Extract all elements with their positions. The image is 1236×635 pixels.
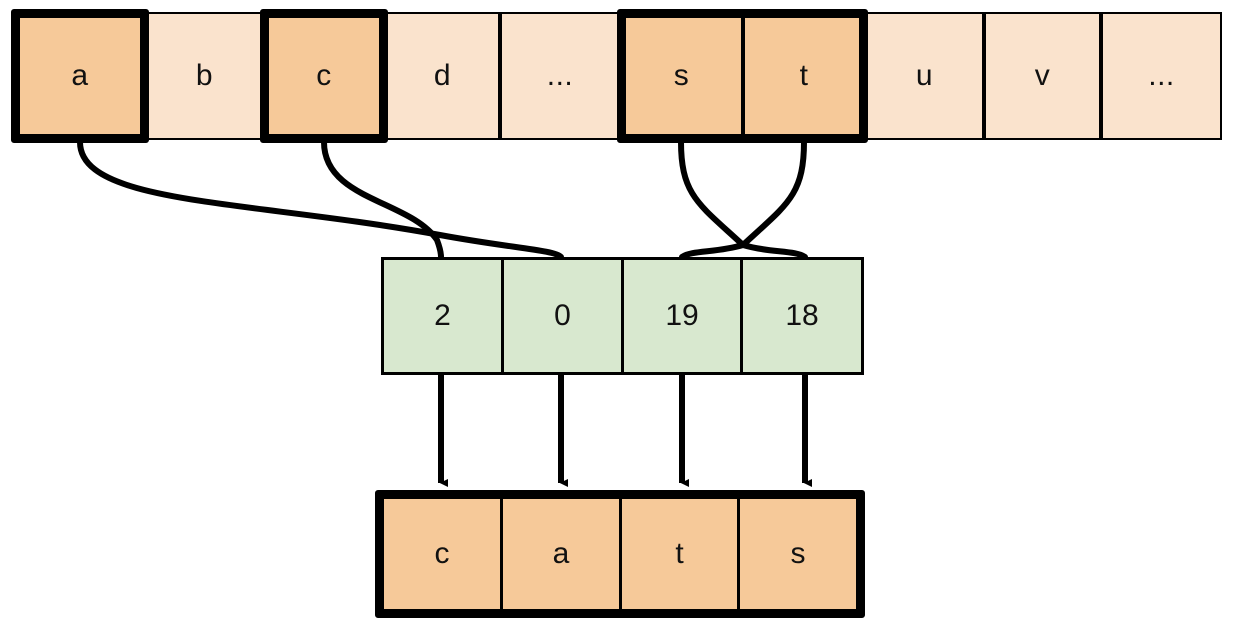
alphabet-cell-label: a [71,59,89,92]
index-cell-1[interactable]: 0 [504,260,624,372]
index-array: 2 0 19 18 [381,257,864,375]
output-cell-c[interactable]: c [384,499,503,609]
alphabet-cell-d[interactable]: d [385,12,500,140]
alphabet-cell-c[interactable]: c [263,12,385,140]
alphabet-cell-u[interactable]: u [865,12,984,140]
index-cell-3[interactable]: 18 [743,260,861,372]
alphabet-cell-t[interactable]: t [743,12,865,140]
output-cell-label: c [434,537,450,570]
alphabet-cell-a[interactable]: a [14,12,146,140]
output-cell-s[interactable]: s [740,499,856,609]
alphabet-cell-label: t [799,59,809,92]
alphabet-cell-b[interactable]: b [146,12,263,140]
output-cell-label: t [675,537,684,570]
index-cell-value: 19 [665,299,699,332]
index-cell-0[interactable]: 2 [384,260,504,372]
alphabet-cell-label: ... [546,59,574,92]
index-cell-value: 2 [434,299,451,332]
output-cell-label: a [552,537,570,570]
output-cell-a[interactable]: a [503,499,622,609]
alphabet-cell-label: ... [1148,59,1175,92]
alphabet-cell-ellipsis-right[interactable]: ... [1101,12,1222,140]
index-cell-2[interactable]: 19 [624,260,743,372]
alphabet-cell-label: c [316,59,332,92]
alphabet-cell-label: b [195,59,214,92]
index-cell-value: 18 [785,299,819,332]
alphabet-cell-ellipsis-left[interactable]: ... [500,12,620,140]
alphabet-cell-v[interactable]: v [984,12,1101,140]
alphabet-cell-s[interactable]: s [620,12,743,140]
output-cell-t[interactable]: t [622,499,740,609]
alphabet-cell-label: v [1034,59,1051,92]
alphabet-cell-label: d [433,59,452,92]
alphabet-cell-label: s [673,59,690,92]
output-cell-label: s [790,537,806,570]
output-array: c a t s [375,490,865,618]
alphabet-cell-label: u [915,59,934,92]
index-cell-value: 0 [554,299,571,332]
